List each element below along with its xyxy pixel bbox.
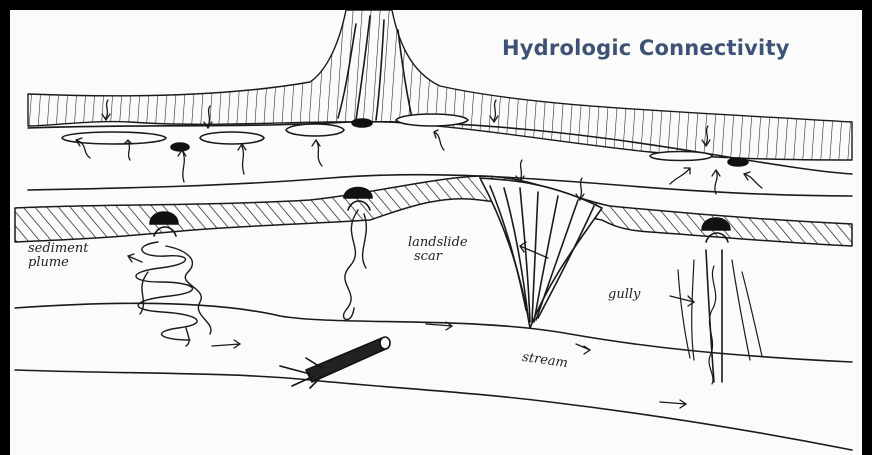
label-sediment-plume: sediment plume — [28, 242, 88, 270]
label-sediment-plume-line1: sediment — [28, 242, 88, 256]
sediment-plume — [136, 242, 211, 346]
label-sediment-plume-line2: plume — [28, 256, 88, 270]
label-gully: gully — [608, 288, 640, 302]
diagram-title: Hydrologic Connectivity — [502, 36, 832, 60]
diagram-canvas: Hydrologic Connectivity sediment plume l… — [10, 10, 862, 455]
log-icon — [280, 337, 390, 388]
label-landslide-scar: landslide scar — [408, 236, 468, 264]
label-landslide-scar-line1: landslide — [408, 236, 468, 250]
stream-bank-lower — [15, 370, 852, 450]
label-landslide-scar-line2: scar — [408, 250, 468, 264]
hydrologic-sketch — [10, 10, 862, 455]
